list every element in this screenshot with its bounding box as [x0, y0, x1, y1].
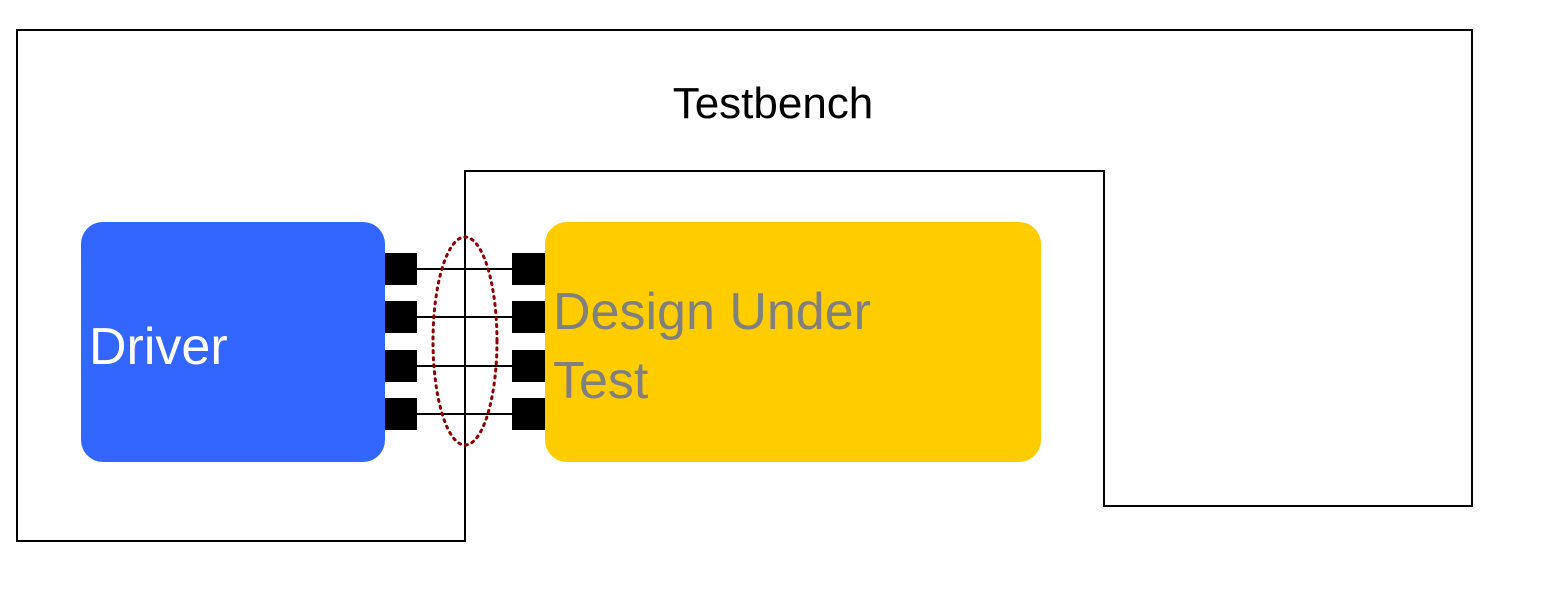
dut-pins — [512, 253, 545, 430]
driver-label: Driver — [89, 318, 228, 376]
testbench-label: Testbench — [673, 79, 874, 128]
driver-block — [81, 222, 385, 462]
dut-block — [545, 222, 1041, 462]
dut-pin-1 — [512, 253, 545, 285]
interface-highlight-ellipse — [431, 235, 499, 447]
driver-pins — [385, 253, 417, 430]
dut-enclosure — [464, 170, 1105, 541]
driver-pin-3 — [385, 350, 417, 382]
driver-pin-4 — [385, 398, 417, 430]
driver-pin-1 — [385, 253, 417, 285]
driver-pin-2 — [385, 301, 417, 333]
dut-pin-3 — [512, 350, 545, 382]
dut-label-line2: Test — [553, 352, 649, 410]
dut-pin-4 — [512, 398, 545, 430]
dut-pin-2 — [512, 301, 545, 333]
dut-label-line1: Design Under — [553, 283, 871, 341]
